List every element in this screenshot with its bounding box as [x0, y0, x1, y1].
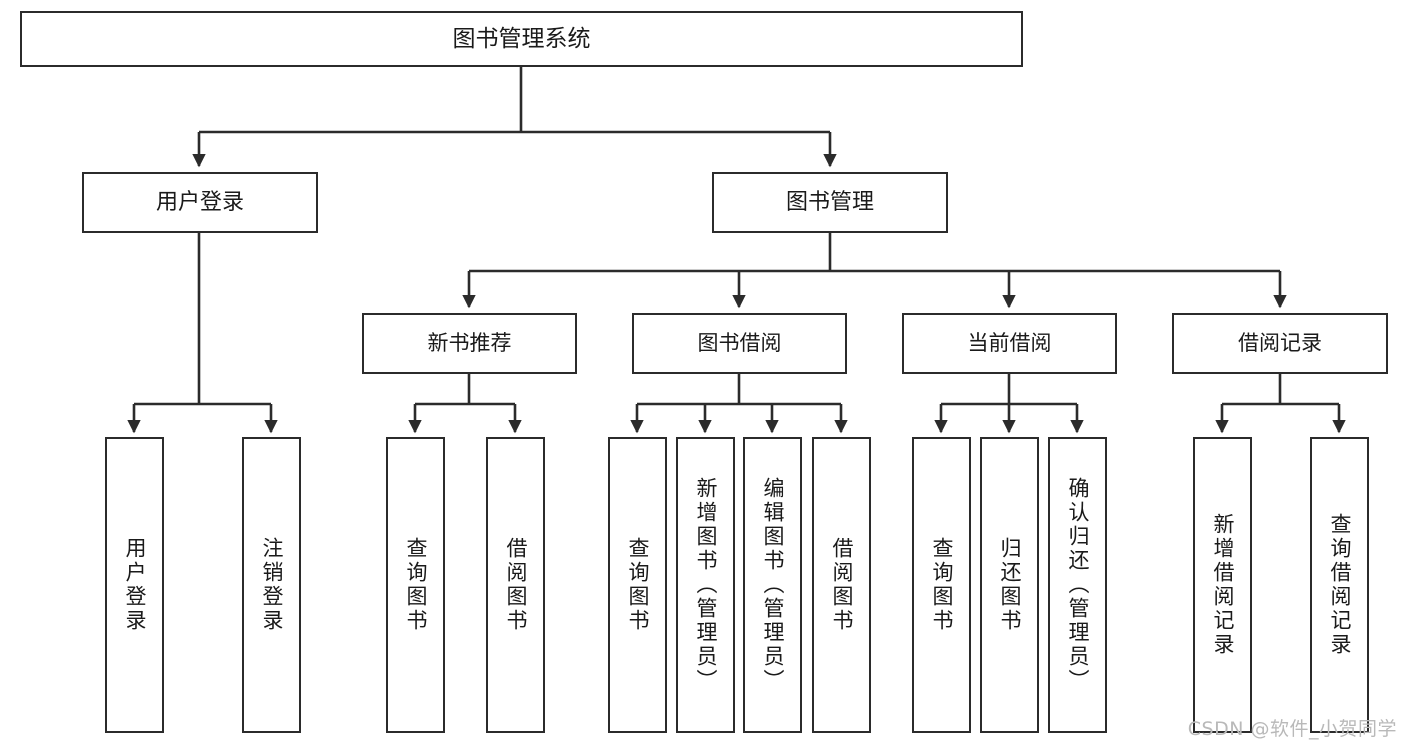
node-leaf-user-login[interactable]: 用户登录 [105, 437, 164, 733]
node-leaf-query-book-rec[interactable]: 查询图书 [386, 437, 445, 733]
node-label: 用户登录 [155, 189, 244, 215]
node-label: 注销登录 [260, 537, 284, 633]
node-label: 新增图书（管理员） [694, 477, 718, 693]
node-leaf-confirm-return[interactable]: 确认归还（管理员） [1048, 437, 1107, 733]
node-leaf-add-record[interactable]: 新增借阅记录 [1193, 437, 1252, 733]
node-label: 查询图书 [930, 537, 954, 633]
node-leaf-query-book-borrow[interactable]: 查询图书 [608, 437, 667, 733]
node-label: 编辑图书（管理员） [761, 477, 785, 693]
node-leaf-user-logout[interactable]: 注销登录 [242, 437, 301, 733]
node-label: 查询图书 [404, 537, 428, 633]
node-label: 图书管理系统 [452, 25, 591, 52]
node-leaf-borrow-book[interactable]: 借阅图书 [812, 437, 871, 733]
node-leaf-return-book[interactable]: 归还图书 [980, 437, 1039, 733]
node-leaf-add-book[interactable]: 新增图书（管理员） [676, 437, 735, 733]
watermark-text: CSDN @软件_小贺同学 [1187, 718, 1397, 740]
node-label: 查询借阅记录 [1328, 513, 1352, 657]
node-label: 新书推荐 [427, 331, 512, 356]
node-label: 图书管理 [785, 189, 874, 215]
node-label: 归还图书 [998, 537, 1022, 633]
node-label: 新增借阅记录 [1211, 513, 1235, 657]
node-label: 图书借阅 [697, 331, 782, 356]
node-label: 用户登录 [123, 537, 147, 633]
node-book-manage[interactable]: 图书管理 [712, 172, 948, 233]
node-leaf-query-book-current[interactable]: 查询图书 [912, 437, 971, 733]
node-leaf-edit-book[interactable]: 编辑图书（管理员） [743, 437, 802, 733]
node-new-book-rec[interactable]: 新书推荐 [362, 313, 577, 374]
node-label: 借阅图书 [830, 537, 854, 633]
node-current-borrow[interactable]: 当前借阅 [902, 313, 1117, 374]
node-user-login[interactable]: 用户登录 [82, 172, 318, 233]
node-label: 确认归还（管理员） [1066, 477, 1090, 693]
node-borrow-record[interactable]: 借阅记录 [1172, 313, 1388, 374]
node-label: 借阅记录 [1238, 331, 1322, 356]
node-leaf-borrow-book-rec[interactable]: 借阅图书 [486, 437, 545, 733]
node-label: 查询图书 [626, 537, 650, 633]
node-root-system[interactable]: 图书管理系统 [20, 11, 1023, 67]
node-leaf-query-record[interactable]: 查询借阅记录 [1310, 437, 1369, 733]
node-book-borrow[interactable]: 图书借阅 [632, 313, 847, 374]
node-label: 当前借阅 [967, 331, 1052, 356]
node-label: 借阅图书 [504, 537, 528, 633]
